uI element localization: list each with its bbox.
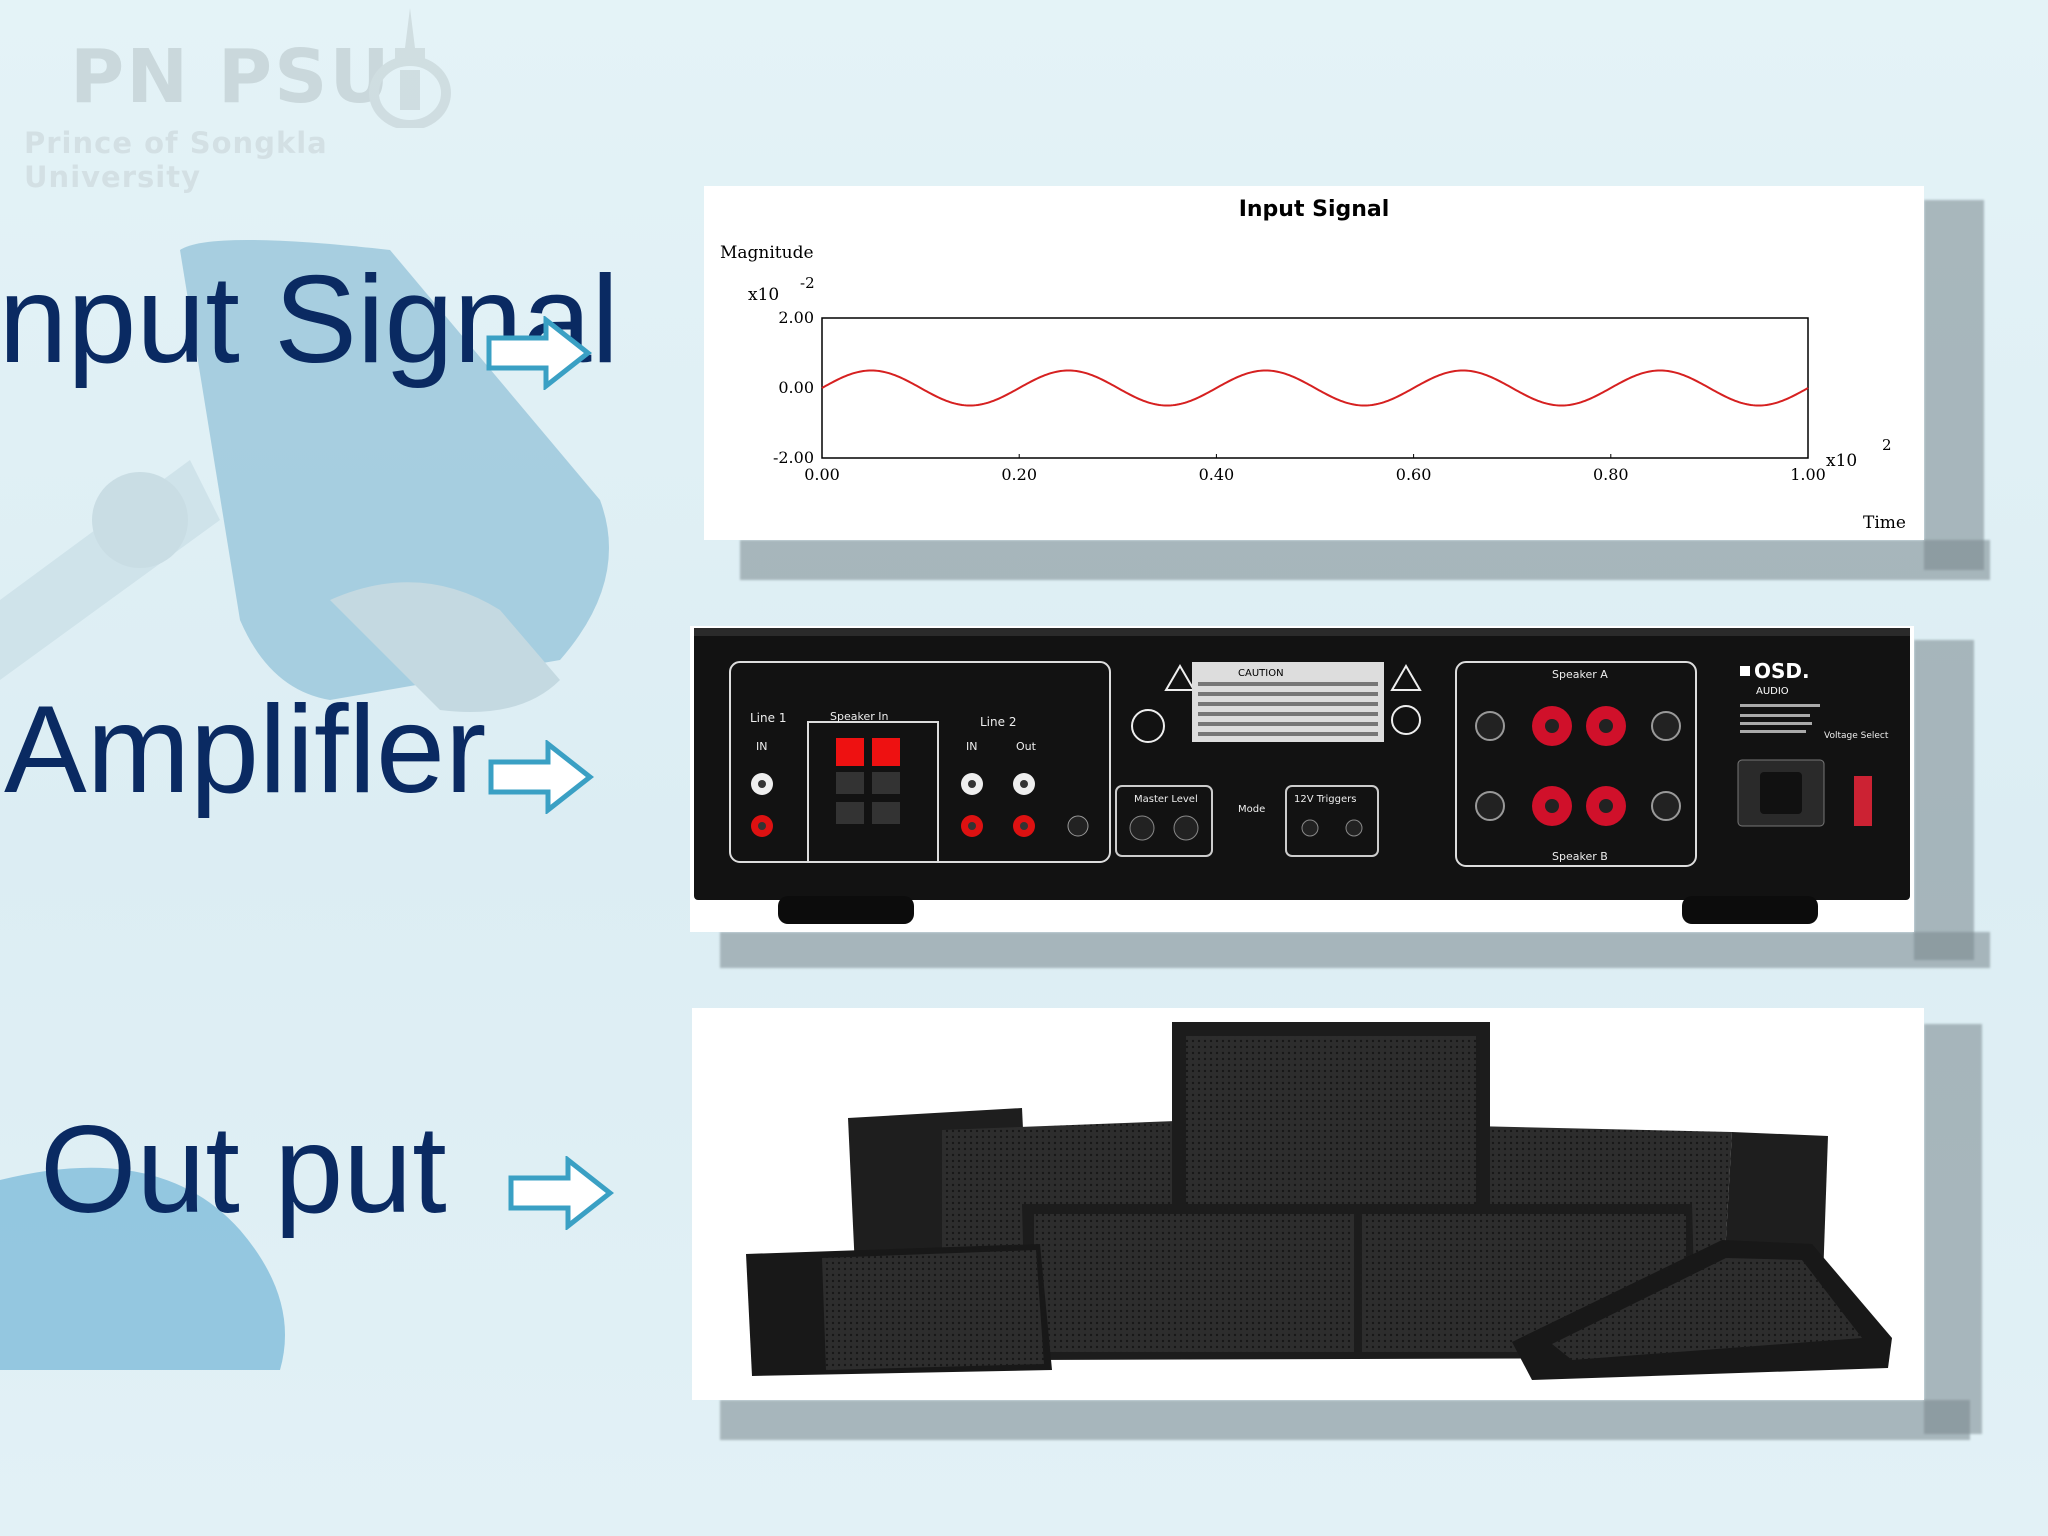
- logo-sub-text: Prince of Songkla University: [24, 126, 328, 194]
- x-tick-label: 0.40: [1199, 465, 1235, 484]
- in-label-2: IN: [966, 740, 977, 753]
- voltage-label: Voltage Select: [1824, 731, 1889, 741]
- background-decoration: [0, 240, 609, 1370]
- mode-label: Mode: [1238, 804, 1265, 815]
- amplifier-label: Amplifler: [4, 681, 487, 819]
- panel-shadow: [720, 1400, 1970, 1440]
- output-label: Out put: [40, 1101, 447, 1239]
- x-tick-label: 0.80: [1593, 465, 1629, 484]
- right-arrow-icon: [508, 1156, 614, 1230]
- y-ticks: 2.00 0.00 -2.00: [773, 308, 814, 467]
- speaker-cabinets: [692, 1008, 1924, 1400]
- line1-label: Line 1: [750, 711, 786, 725]
- panel-shadow: [740, 540, 1990, 580]
- chart-canvas: Input Signal Magnitude x10 -2 x10 2 Time…: [720, 197, 1906, 533]
- triggers-label: 12V Triggers: [1294, 794, 1356, 805]
- x-tick-label: 0.20: [1001, 465, 1037, 484]
- x-multiplier: x10: [1826, 451, 1857, 471]
- y-tick-label: 2.00: [778, 308, 814, 327]
- speakers-image: [692, 1008, 1924, 1400]
- x-tick-label: 0.00: [804, 465, 840, 484]
- right-arrow-icon: [488, 740, 594, 814]
- logo-main-text: PN PSU: [70, 34, 392, 120]
- right-arrow-icon: [486, 316, 592, 390]
- line2-label: Line 2: [980, 715, 1016, 729]
- caution-label: CAUTION: [1238, 668, 1284, 679]
- amplifier-rear-panel: Line 1 IN Speaker In Line 2 IN Out Maste…: [690, 626, 1914, 932]
- y-multiplier: x10: [748, 285, 779, 305]
- speaker-in-label: Speaker In: [830, 710, 888, 723]
- chart-title: Input Signal: [1239, 197, 1390, 222]
- x-exponent: 2: [1882, 436, 1892, 454]
- input-signal-chart: Input Signal Magnitude x10 -2 x10 2 Time…: [704, 186, 1924, 540]
- x-axis-label: Time: [1863, 513, 1906, 533]
- panel-shadow: [1924, 1024, 1982, 1434]
- y-exponent: -2: [800, 274, 815, 292]
- y-tick-label: -2.00: [773, 448, 814, 467]
- university-logo: PN PSU Prince of Songkla University: [20, 6, 470, 194]
- speaker-b-label: Speaker B: [1552, 850, 1608, 863]
- x-tick-label: 0.60: [1396, 465, 1432, 484]
- brand-sub: AUDIO: [1756, 686, 1789, 697]
- x-ticks: 0.00 0.20 0.40 0.60 0.80 1.00: [804, 454, 1826, 484]
- series-line: [821, 369, 1809, 407]
- panel-shadow: [1914, 640, 1974, 960]
- panel-shadow: [1924, 200, 1984, 570]
- amplifier-image: Line 1 IN Speaker In Line 2 IN Out Maste…: [690, 626, 1914, 932]
- x-tick-label: 1.00: [1790, 465, 1826, 484]
- y-axis-label: Magnitude: [720, 243, 814, 263]
- brand-name: OSD.: [1754, 659, 1810, 683]
- panel-shadow: [720, 932, 1990, 968]
- speaker-a-label: Speaker A: [1552, 668, 1608, 681]
- university-seal-icon: [369, 8, 451, 128]
- y-tick-label: 0.00: [778, 378, 814, 397]
- out-label: Out: [1016, 740, 1037, 753]
- master-level-label: Master Level: [1134, 794, 1198, 805]
- in-label: IN: [756, 740, 767, 753]
